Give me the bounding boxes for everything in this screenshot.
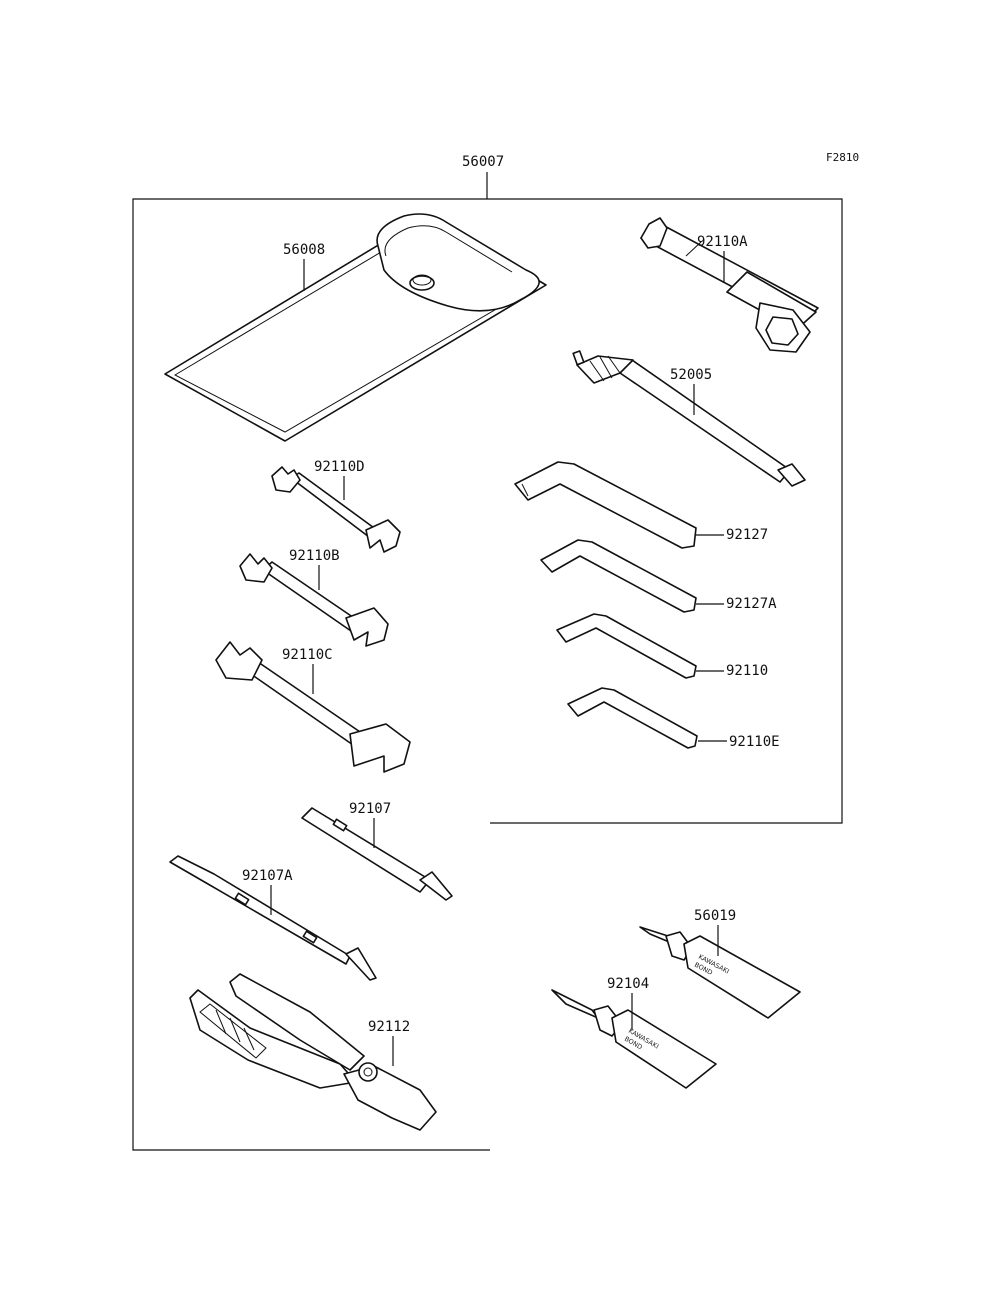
hex-key-92110E [567,687,698,749]
label-92112: 92112 [368,1019,410,1035]
bond-tube-92104: KAWASAKI BOND [551,989,717,1089]
label-92110E: 92110E [729,734,780,750]
label-92127: 92127 [726,527,768,543]
label-92110B: 92110B [289,548,340,564]
tool-bag-56008 [164,213,547,442]
label-92110C: 92110C [282,647,333,663]
kit-part-number: 56007 [462,154,504,170]
figure-code: F2810 [826,151,859,164]
screwdriver-92107A [169,855,377,981]
pliers-92112 [189,973,437,1131]
hex-key-92110 [556,613,697,679]
plug-wrench-92110A [640,217,819,353]
wrench-92110B [239,553,389,647]
wrench-92110D [271,466,401,553]
label-56019: 56019 [694,908,736,924]
hex-key-92127 [514,461,697,549]
label-92107A: 92107A [242,868,293,884]
label-92104: 92104 [607,976,649,992]
bond-tube-56019: KAWASAKI BOND [639,926,801,1019]
tire-gauge-52005 [572,350,806,487]
hex-key-92127A [540,539,697,613]
label-92127A: 92127A [726,596,777,612]
label-92110A: 92110A [697,234,748,250]
kit-bracket-frame [132,198,843,1151]
label-92110: 92110 [726,663,768,679]
label-52005: 52005 [670,367,712,383]
label-92110D: 92110D [314,459,365,475]
screwdriver-bit-92107 [301,807,453,901]
label-92107: 92107 [349,801,391,817]
wrench-92110C [215,641,411,773]
label-56008: 56008 [283,242,325,258]
